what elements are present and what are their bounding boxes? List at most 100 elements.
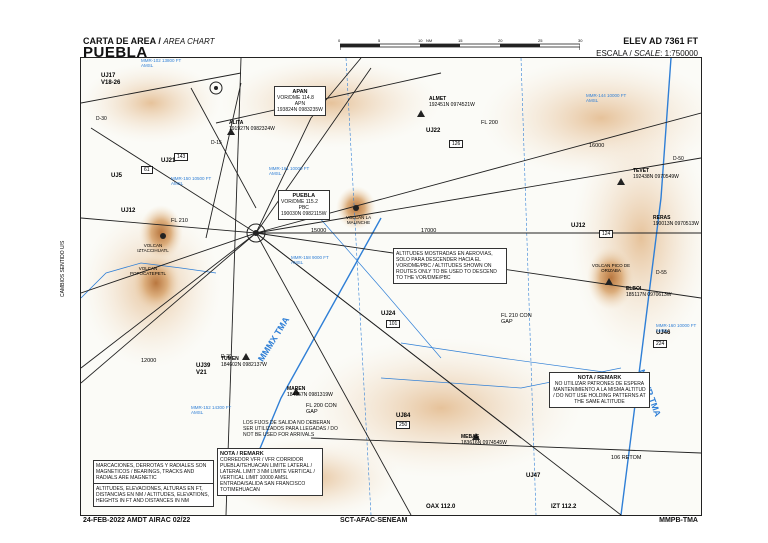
note-corridor-title: NOTA / REMARK <box>220 451 264 457</box>
scale-tick-label: 25 <box>538 38 543 43</box>
airway-uj84: UJ84 <box>396 413 411 419</box>
alt-12000: 12000 <box>141 358 157 364</box>
scale-tick-label: 5 <box>378 38 381 43</box>
freq-izt: IZT 112.2 <box>551 504 577 510</box>
route-box-250: 250 <box>396 421 411 429</box>
route-box-124: 124 <box>599 230 614 238</box>
note-units: ALTITUDES, ELEVACIONES, ALTURAS EN FT, D… <box>93 483 214 507</box>
note-holding-title: NOTA / REMARK <box>577 375 622 381</box>
scale-tick-label: 15 <box>458 38 463 43</box>
dme-d55: D-55 <box>656 270 667 276</box>
msa-mmr102: MMR-102 13800 FT AMSL <box>141 58 182 68</box>
fix-almet-coords: 192451N 0974521W <box>429 102 475 108</box>
alt-fl210-a: FL 210 <box>171 218 188 224</box>
scale-tick-label: 0 <box>338 38 341 43</box>
city-name: PUEBLA <box>83 44 148 61</box>
fix-maren-label: MAREN <box>287 386 306 392</box>
dme-d20: D-20 <box>221 354 232 360</box>
dme-d15: D-15 <box>211 140 222 146</box>
dme-d30: D-30 <box>96 116 107 122</box>
apan-coords: 193824N 0983235W <box>277 107 323 113</box>
airport-box-puebla[interactable]: PUEBLA VOR/DME 115.2 PBC 190030N 0982115… <box>278 190 330 220</box>
note-holding: NOTA / REMARK NO UTILIZAR PATRONES DE ES… <box>549 372 650 408</box>
freq-oax: OAX 112.0 <box>426 504 456 510</box>
airway-uj5: UJ5 <box>111 173 123 179</box>
msa-mmr160: MMR-160 10000 FT AMSL <box>656 323 697 333</box>
footer-date: 24-FEB-2022 AMDT AIRAC 02/22 <box>83 517 191 524</box>
scale-tick-label: 30 <box>578 38 583 43</box>
airway-uj21: UJ21 <box>161 158 176 164</box>
route-box-224: 224 <box>653 340 668 348</box>
left-vertical-note: CAMBIOS SENTIDO U/S <box>60 240 66 297</box>
title-es: CARTA DE AREA <box>83 36 156 46</box>
alt-fl210-gap: FL 210 CON GAP <box>501 313 532 325</box>
airway-uj12-east: UJ12 <box>571 223 586 229</box>
note-altitudes: ALTITUDES MOSTRADAS EN AEROVIAS, SOLO PA… <box>393 248 507 284</box>
airport-box-apan[interactable]: APAN VOR/DME 114.8 APN 193824N 0983235W <box>274 86 326 116</box>
alt-fl200-gap: FL 200 CON GAP <box>306 403 337 415</box>
fix-mebas-label: MEBAS <box>461 434 480 440</box>
note-magnetic: MARCACIONES, DERROTAS Y RADIALES SON MAG… <box>93 460 214 484</box>
note-exit: LOS FIJOS DE SALIDA NO DEBERAN SER UTILI… <box>243 420 338 438</box>
scale-es: ESCALA <box>596 49 628 58</box>
airway-uj24: UJ24 <box>381 311 396 317</box>
fix-tumen-coords: 184602N 0982137W <box>221 362 267 368</box>
airway-uj47: UJ47 <box>526 473 541 479</box>
apan-ident: APN <box>294 101 306 107</box>
fix-maren-coords: 184357N 0981319W <box>287 392 333 398</box>
navaids <box>160 81 625 440</box>
alt-16000: 16000 <box>589 143 605 149</box>
msa-mmr144: MMR-144 10000 FT AMSL <box>586 93 627 103</box>
alt-fl200-a: FL 200 <box>481 120 498 126</box>
chart-title: CARTA DE AREA / AREA CHART <box>83 36 215 46</box>
route-box-126: 126 <box>449 140 464 148</box>
chart-frame: APAN VOR/DME 114.8 APN 193824N 0983235W … <box>80 57 702 516</box>
puebla-name: PUEBLA <box>292 193 316 199</box>
fix-elboi-coords: 185117N 0970613W <box>626 292 672 298</box>
note-corridor: NOTA / REMARK CORREDOR VFR / VFR CORRIDO… <box>217 448 323 496</box>
scale-bar: 0 5 10 15 20 25 30 <box>338 38 583 54</box>
airway-uj22: UJ22 <box>426 128 441 134</box>
elevation-label: ELEV AD 7361 FT <box>623 36 698 46</box>
left-margin: CAMBIOS SENTIDO U/S <box>0 57 80 514</box>
scale-unit: NM <box>426 38 433 43</box>
puebla-info: VOR/DME 115.2 <box>281 199 318 205</box>
scale-tick-label: 20 <box>498 38 503 43</box>
fix-tumen-label: TUMEN <box>221 356 239 362</box>
alt-retom: 106 RETOM <box>611 455 642 461</box>
airway-uj12-west: UJ12 <box>121 208 136 214</box>
fix-tevet-label: TEVET <box>633 168 650 174</box>
alt-15000: 15000 <box>311 228 327 234</box>
footer-publisher: SCT-AFAC-SENEAM <box>340 517 408 524</box>
route-box-101: 101 <box>386 320 401 328</box>
fix-almet-label: ALMET <box>429 96 447 102</box>
route-box-61: 61 <box>141 166 153 174</box>
scale-tick-label: 10 <box>418 38 423 43</box>
note-holding-text: NO UTILIZAR PATRONES DE ESPERA MANTENIMI… <box>553 381 646 405</box>
scale-en: SCALE <box>633 49 661 58</box>
volcano-iztaccihuatl: VOLCAN IZTACCIHUATL <box>137 243 169 253</box>
fix-alita-label: ALITA <box>229 120 244 126</box>
volcano-popocatepetl: VOLCAN POPOCATEPETL <box>130 266 166 276</box>
msa-mmr161: MMR-161 10000 FT AMSL <box>269 166 310 176</box>
fix-reras-coords: 190013N 0970513W <box>653 221 699 227</box>
apan-name: APAN <box>292 89 308 95</box>
fix-elboi-label: ELBOI <box>626 286 642 292</box>
terrain-layer <box>81 58 701 515</box>
title-en: AREA CHART <box>163 37 215 46</box>
scale-label: ESCALA / SCALE: 1:750000 <box>596 49 698 58</box>
alt-17000: 17000 <box>421 228 437 234</box>
fix-alita-coords: 191927N 0982324W <box>229 126 275 132</box>
msa-mmr158: MMR-158 9000 FT AMSL <box>291 255 329 265</box>
